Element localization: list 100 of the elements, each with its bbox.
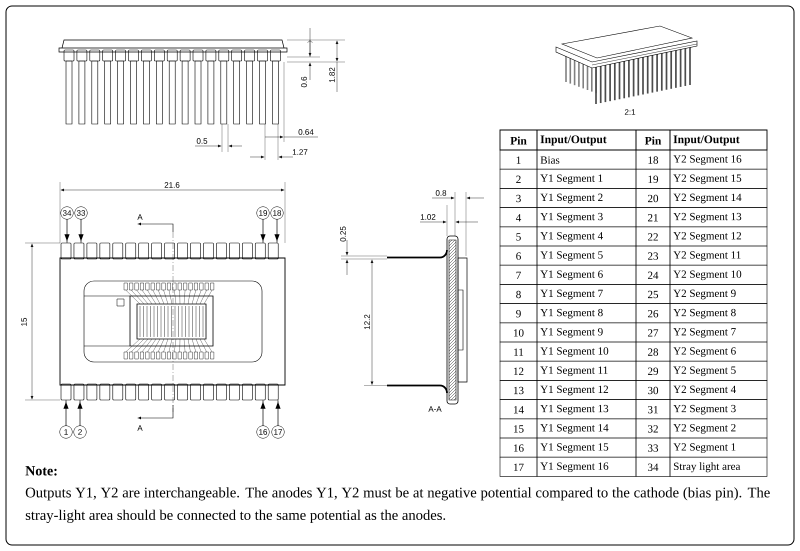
table-cell: Y1 Segment 8 (536, 303, 636, 324)
table-cell: Y2 Segment 11 (670, 246, 768, 266)
table-cell: Y2 Segment 1 (670, 438, 768, 458)
table-cell: 2 (500, 168, 538, 189)
leader-arrow (63, 400, 69, 426)
table-cell: Y2 Segment 8 (670, 303, 768, 324)
table-cell: Y1 Segment 1 (536, 168, 636, 189)
table-cell: 24 (636, 264, 670, 285)
table-cell: Y2 Segment 15 (670, 168, 768, 189)
leader-arrow (275, 400, 281, 426)
table-cell: Y2 Segment 2 (670, 418, 768, 438)
callout-number: 19 (256, 206, 270, 220)
dimension-label: 1.82 (329, 68, 335, 82)
table-cell: Y2 Segment 4 (670, 380, 768, 400)
callout-number: 33 (74, 206, 88, 220)
callout-number: 34 (60, 206, 74, 220)
table-cell: 14 (500, 399, 538, 420)
table-cell: 8 (500, 284, 538, 304)
dimension-label: 21.6 (164, 182, 180, 188)
table-cell: 5 (500, 226, 538, 246)
dimension-label: 12.2 (364, 314, 370, 330)
note-heading: Note: (25, 466, 57, 476)
dimension-label: A-A (428, 406, 442, 412)
table-cell: 33 (636, 438, 670, 458)
table-cell: 31 (636, 399, 670, 420)
table-cell: 16 (500, 438, 538, 458)
table-cell: 25 (636, 284, 670, 304)
callout-number: 1 (60, 426, 72, 438)
table-cell: Bias (536, 150, 636, 170)
table-cell: 30 (636, 380, 670, 400)
table-cell: Y2 Segment 16 (670, 150, 768, 170)
table-cell: 7 (500, 264, 538, 285)
note-text: Outputs Y1, Y2 are interchangeable. The anodes Y1, Y2 must be at negative potential compared to the cathode (bias pin). The stray-light area should be connected to the same potential as the anodes. (26, 487, 770, 523)
table-cell: Y1 Segment 15 (536, 438, 636, 458)
table-header-cell: Input/Output (670, 130, 768, 150)
table-cell: 26 (636, 303, 670, 324)
table-cell: 11 (500, 342, 538, 362)
table-cell: Y1 Segment 9 (536, 322, 636, 342)
table-cell: Y2 Segment 9 (670, 284, 768, 304)
table-cell: 1 (500, 150, 538, 170)
table-cell: Stray light area (670, 456, 768, 477)
table-cell: 29 (636, 360, 670, 381)
table-cell: 4 (500, 207, 538, 228)
dimension-label: 2:1 (624, 109, 636, 115)
dimension-label: 0.8 (436, 190, 446, 196)
table-cell: Y1 Segment 10 (536, 342, 636, 362)
table-cell: Y1 Segment 13 (536, 399, 636, 420)
table-cell: 15 (500, 418, 538, 438)
table-cell: Y2 Segment 10 (670, 264, 768, 285)
leader-arrow (64, 219, 70, 244)
table-cell: Y2 Segment 6 (670, 342, 768, 362)
dimension-label: 0.5 (196, 138, 208, 144)
table-cell: 22 (636, 226, 670, 246)
table-cell: Y2 Segment 3 (670, 399, 768, 420)
table-cell: Y1 Segment 6 (536, 264, 636, 285)
callout-number: 17 (272, 426, 284, 438)
dimension-label: 15 (21, 318, 27, 326)
table-cell: Y2 Segment 7 (670, 322, 768, 342)
table-cell: 3 (500, 188, 538, 208)
dimension-label: 0.64 (298, 129, 314, 135)
callout-number: 18 (270, 206, 284, 220)
dimension-label: 0.6 (301, 76, 307, 88)
package-plan-drawing (60, 242, 286, 400)
dimension-label: A (137, 425, 143, 431)
table-cell: 27 (636, 322, 670, 342)
table-cell: Y2 Segment 13 (670, 207, 768, 228)
table-cell: 19 (636, 168, 670, 189)
leader-arrow (260, 400, 266, 426)
table-cell: Y2 Segment 14 (670, 188, 768, 208)
table-cell: Y1 Segment 14 (536, 418, 636, 438)
callout-number: 16 (256, 426, 270, 438)
table-cell: 34 (636, 456, 670, 477)
table-cell: Y1 Segment 16 (536, 456, 636, 477)
table-header-cell: Pin (636, 130, 670, 150)
leader-arrow (260, 219, 266, 244)
dimension-label: 0.25 (340, 226, 346, 242)
table-cell: Y1 Segment 11 (536, 360, 636, 381)
dimension-label: A (137, 214, 143, 220)
table-cell: Y1 Segment 5 (536, 246, 636, 266)
table-header-cell: Pin (500, 130, 538, 150)
table-cell: Y1 Segment 4 (536, 226, 636, 246)
table-header-cell: Input/Output (536, 130, 636, 150)
leader-arrow (274, 219, 280, 244)
table-cell: 9 (500, 303, 538, 324)
table-cell: Y2 Segment 12 (670, 226, 768, 246)
table-cell: 21 (636, 207, 670, 228)
table-cell: 13 (500, 380, 538, 400)
table-cell: Y2 Segment 5 (670, 360, 768, 381)
table-cell: 23 (636, 246, 670, 266)
table-cell: Y1 Segment 2 (536, 188, 636, 208)
table-cell: 32 (636, 418, 670, 438)
table-cell: 18 (636, 150, 670, 170)
table-cell: 10 (500, 322, 538, 342)
table-cell: 17 (500, 456, 538, 477)
table-cell: 28 (636, 342, 670, 362)
dimension-label: 1.27 (292, 149, 308, 155)
table-cell: 20 (636, 188, 670, 208)
table-cell: Y1 Segment 12 (536, 380, 636, 400)
table-cell: 6 (500, 246, 538, 266)
table-cell: Y1 Segment 3 (536, 207, 636, 228)
